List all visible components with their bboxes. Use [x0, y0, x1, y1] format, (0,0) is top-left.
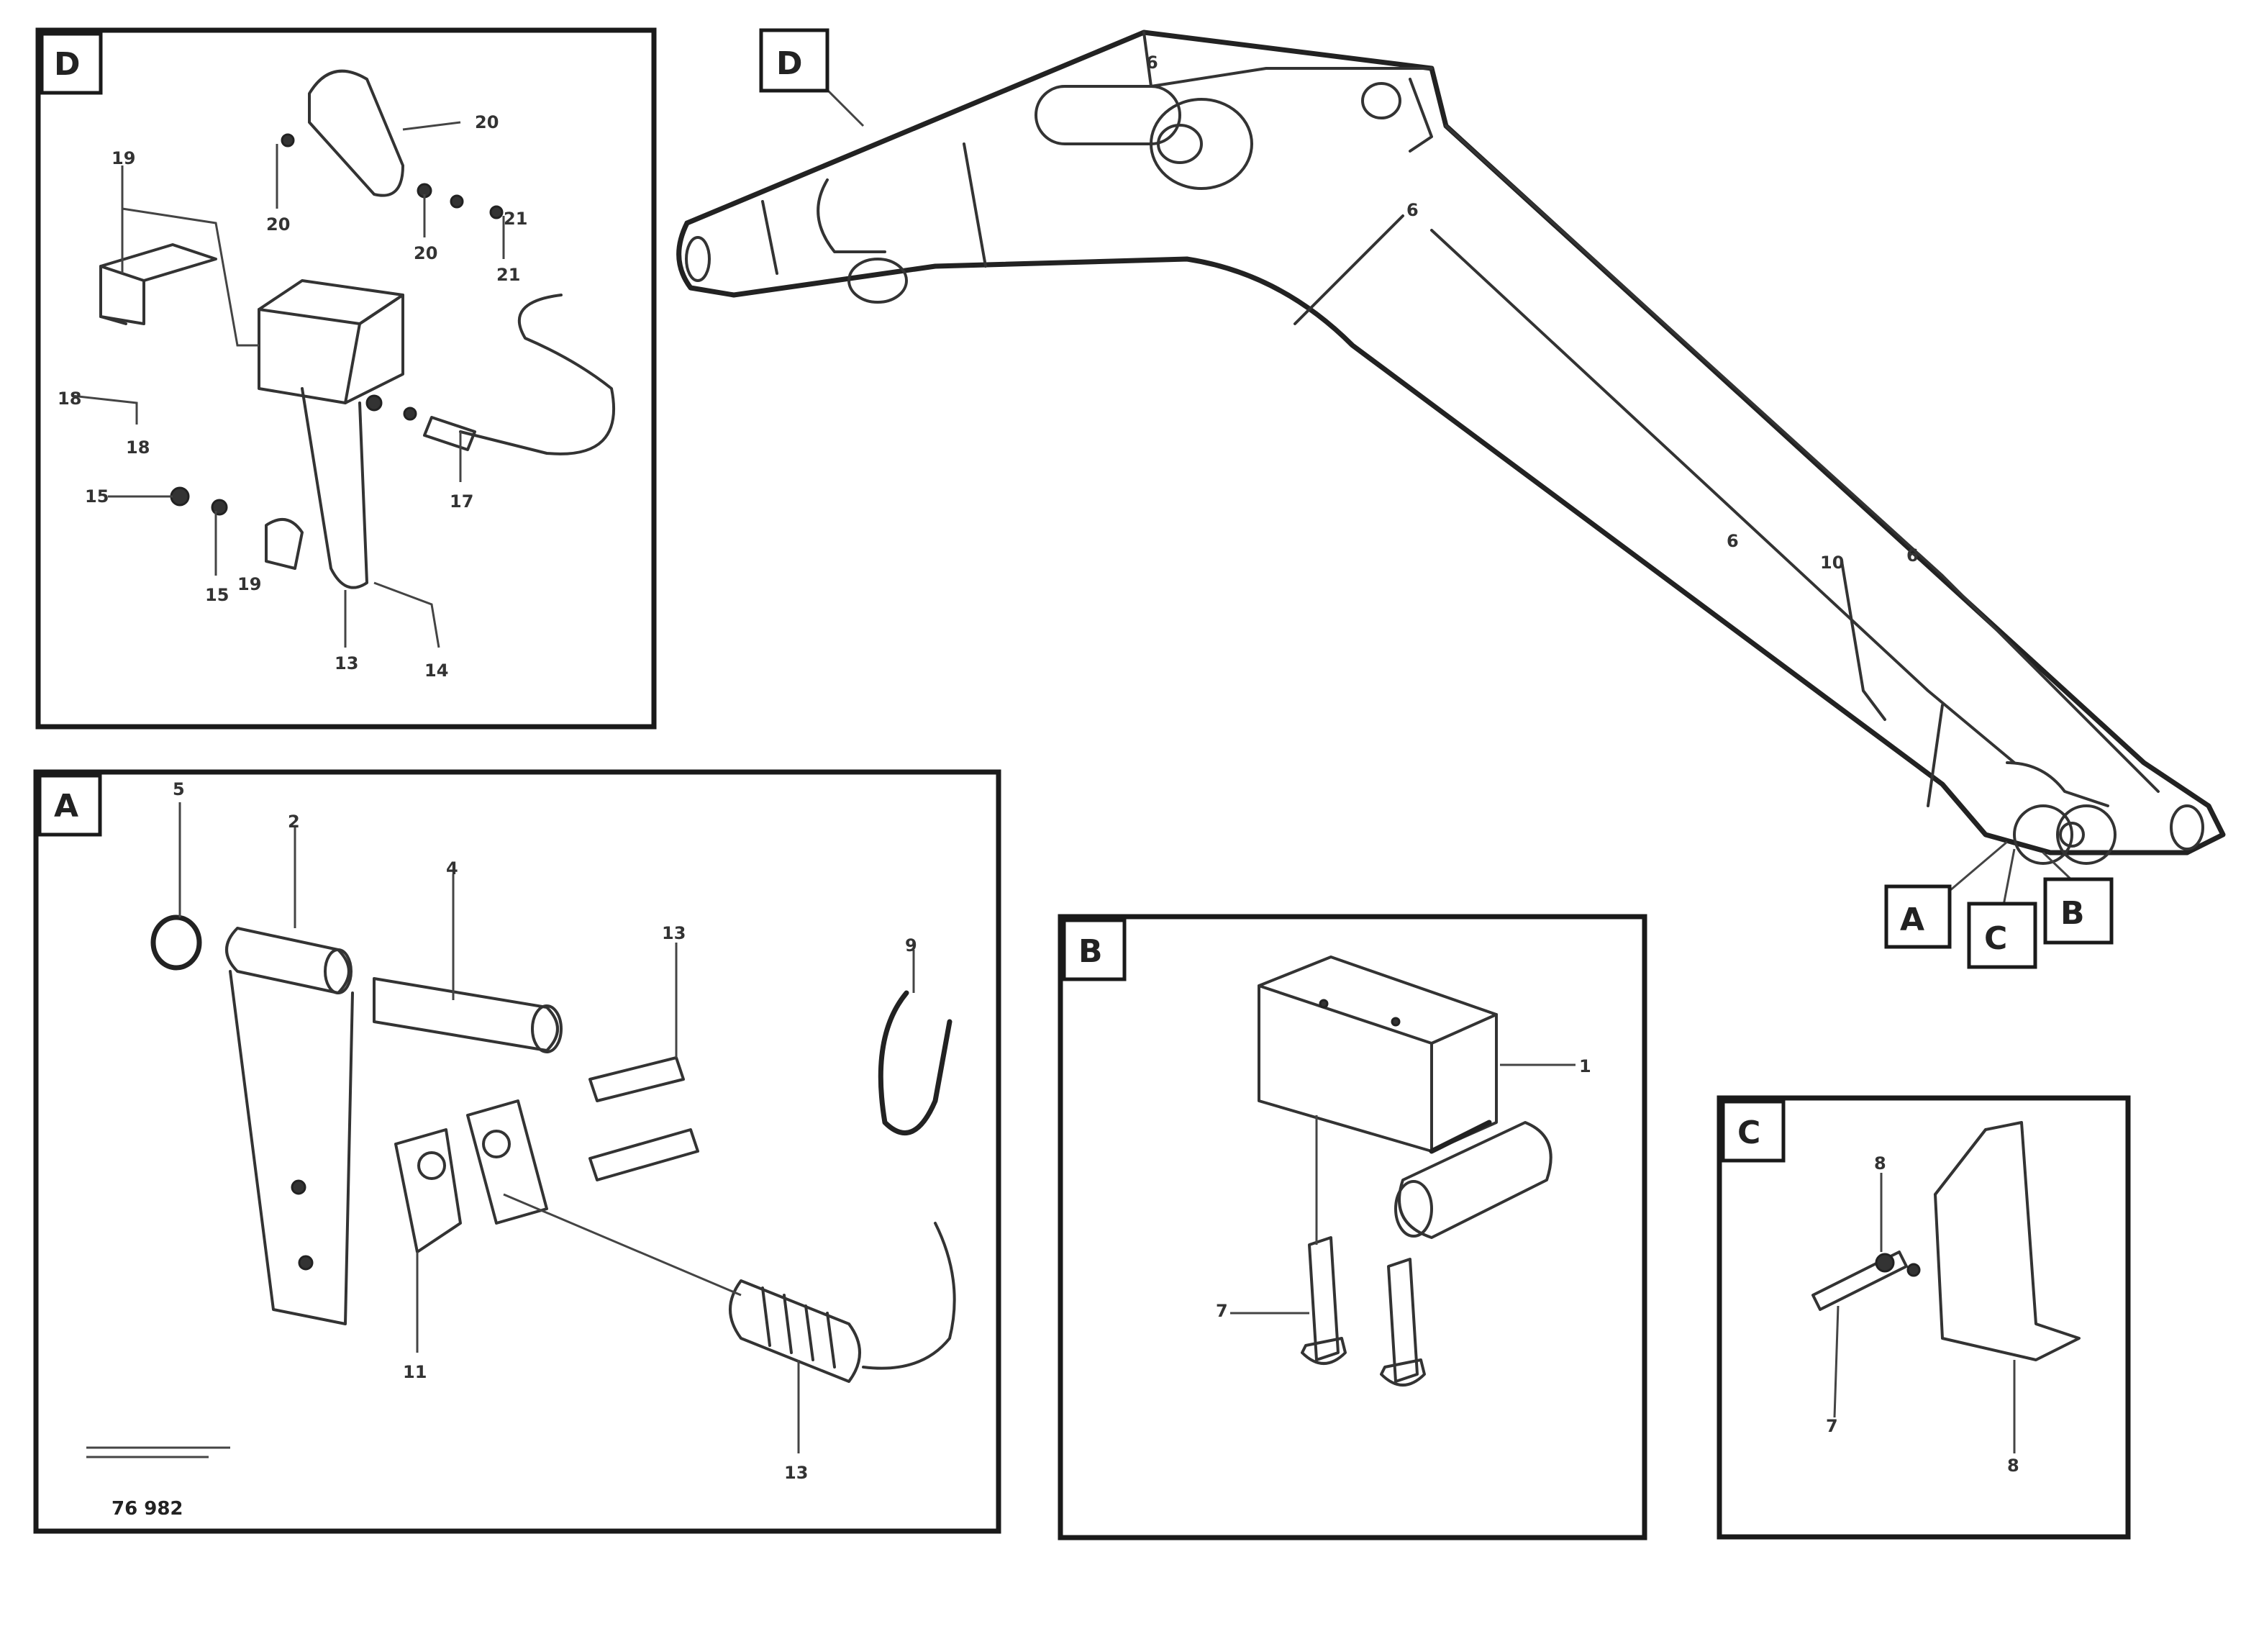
- panel-a-callout-4: 13: [662, 923, 686, 943]
- panel-d-callout-10: 15: [85, 486, 109, 507]
- panel-a-callout-2: 2: [288, 812, 300, 832]
- panel-d-callout-11: 15: [205, 585, 229, 605]
- panel-a-callout-6: 11: [403, 1362, 427, 1382]
- panel-d-callout-14: 14: [424, 661, 448, 681]
- panel-d-label: D: [54, 46, 81, 83]
- panel-c-label: C: [1737, 1115, 1760, 1151]
- panel-d-callout-12: 19: [237, 574, 261, 594]
- panel-c-callout-3: 8: [2007, 1456, 2019, 1476]
- panel-c-callout-1: 8: [1874, 1153, 1886, 1174]
- panel-d-callout-2: 20: [266, 214, 290, 235]
- panel-c-callout-2: 7: [1826, 1416, 1838, 1436]
- boom-callout-2: 6: [1406, 200, 1419, 220]
- panel-d-callout-1: 20: [475, 112, 499, 132]
- panel-b: B 1 7: [1058, 914, 1647, 1540]
- panel-d-callout-5: 18: [126, 437, 150, 458]
- boom-tag-b: B: [2060, 895, 2085, 932]
- figure-number: 76 982: [112, 1498, 183, 1520]
- panel-d-callout-7: 21: [496, 265, 520, 285]
- panel-d-callout-3: 19: [112, 148, 135, 168]
- panel-a-label: A: [54, 788, 78, 825]
- boom-tag-a: A: [1900, 902, 1924, 938]
- panel-d-callout-8: 21: [504, 209, 527, 229]
- boom-callout-1: 6: [1146, 53, 1158, 73]
- panel-a-callout-7: 13: [784, 1463, 808, 1483]
- panel-b-callout-1: 1: [1579, 1056, 1591, 1076]
- boom-tag-c: C: [1984, 920, 2007, 957]
- panel-d: D 20: [35, 27, 657, 730]
- panel-a: A 5 2: [33, 769, 1001, 1534]
- boom-callout-4: 10: [1820, 553, 1844, 573]
- panel-d-callout-9: 17: [450, 491, 473, 512]
- panel-d-callout-4: 18: [58, 389, 81, 409]
- panel-b-callout-2: 7: [1216, 1301, 1228, 1321]
- boom-drawing: 6 6 6 10 6 D A C B: [676, 28, 2226, 969]
- panel-a-callout-1: 5: [173, 779, 185, 799]
- boom-tag-d: D: [776, 45, 803, 82]
- boom-callout-3: 6: [1727, 531, 1739, 551]
- panel-d-callout-6: 20: [414, 243, 437, 263]
- panel-b-label: B: [1078, 933, 1103, 970]
- panel-c: C 8 7 8: [1717, 1095, 2131, 1540]
- panel-a-callout-5: 9: [905, 935, 917, 956]
- boom-callout-5: 6: [1906, 545, 1919, 566]
- panel-d-callout-13: 13: [335, 653, 358, 673]
- panel-a-callout-3: 4: [446, 858, 458, 879]
